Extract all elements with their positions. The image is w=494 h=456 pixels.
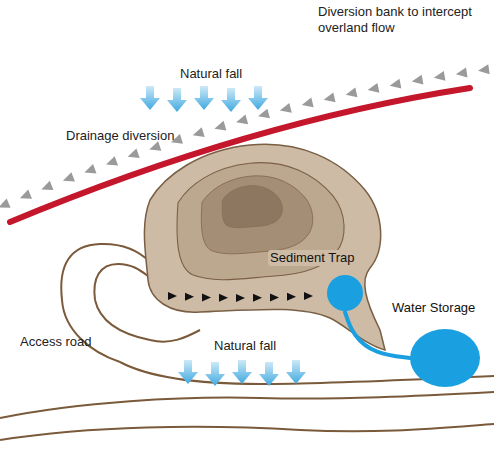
rain-arrow	[248, 86, 268, 110]
label: Diversion bank to intercept overland flo…	[318, 4, 476, 36]
rain-arrow	[167, 88, 187, 112]
diversion-bank-chevron	[367, 83, 380, 95]
diversion-bank-chevron	[257, 109, 270, 122]
rain-arrow	[232, 360, 252, 384]
flow-chevron	[202, 293, 211, 301]
diversion-bank-chevron	[279, 103, 292, 115]
diversion-bank-chevron	[0, 198, 11, 212]
diversion-bank-chevron	[191, 127, 204, 140]
flow-chevron	[304, 292, 313, 300]
label: Natural fall	[214, 338, 276, 354]
diversion-bank-chevron	[148, 141, 162, 154]
flow-chevron	[287, 293, 296, 301]
flow-chevron	[219, 294, 228, 302]
water-storage: Water Storage	[390, 300, 477, 316]
diversion-bank-chevron	[477, 64, 489, 75]
rain-arrow	[140, 86, 160, 110]
diversion-bank-chevron	[83, 164, 97, 177]
sediment-trap: Sediment Trap	[268, 250, 357, 266]
diversion-bank-chevron	[126, 149, 140, 162]
node-label: Water Storage	[390, 300, 477, 316]
node-label: Sediment Trap	[268, 250, 357, 266]
flow-chevron	[270, 293, 279, 301]
label: Access road	[20, 334, 92, 350]
rain-arrow	[221, 88, 241, 112]
rain-arrow	[259, 362, 279, 386]
diversion-bank-chevron	[455, 68, 467, 80]
diversion-bank-chevron	[323, 92, 336, 104]
diversion-bank-chevron	[40, 181, 54, 194]
rain-arrow	[205, 362, 225, 386]
diversion-bank-chevron	[18, 189, 32, 202]
diversion-bank-chevron	[433, 71, 445, 83]
pipe	[345, 312, 410, 358]
flow-chevron	[168, 292, 177, 300]
rain-arrow	[286, 360, 306, 384]
diversion-bank-chevron	[235, 115, 248, 128]
label: Natural fall	[180, 66, 242, 82]
diversion-bank-chevron	[411, 75, 424, 87]
rain-arrow	[178, 360, 198, 384]
diversion-bank-chevron	[104, 156, 118, 169]
flow-chevron	[253, 294, 262, 302]
diversion-bank-chevron	[345, 88, 358, 100]
diversion-bank-chevron	[389, 79, 402, 91]
rain-arrow	[194, 86, 214, 110]
diversion-bank-chevron	[301, 98, 314, 110]
flow-chevron	[185, 293, 194, 301]
water-storage-shape	[409, 328, 481, 388]
sediment-trap-shape	[326, 274, 364, 312]
diversion-bank-chevron	[61, 172, 75, 185]
label: Drainage diversion	[66, 128, 174, 144]
flow-chevron	[236, 294, 245, 302]
diversion-bank-chevron	[213, 121, 226, 134]
